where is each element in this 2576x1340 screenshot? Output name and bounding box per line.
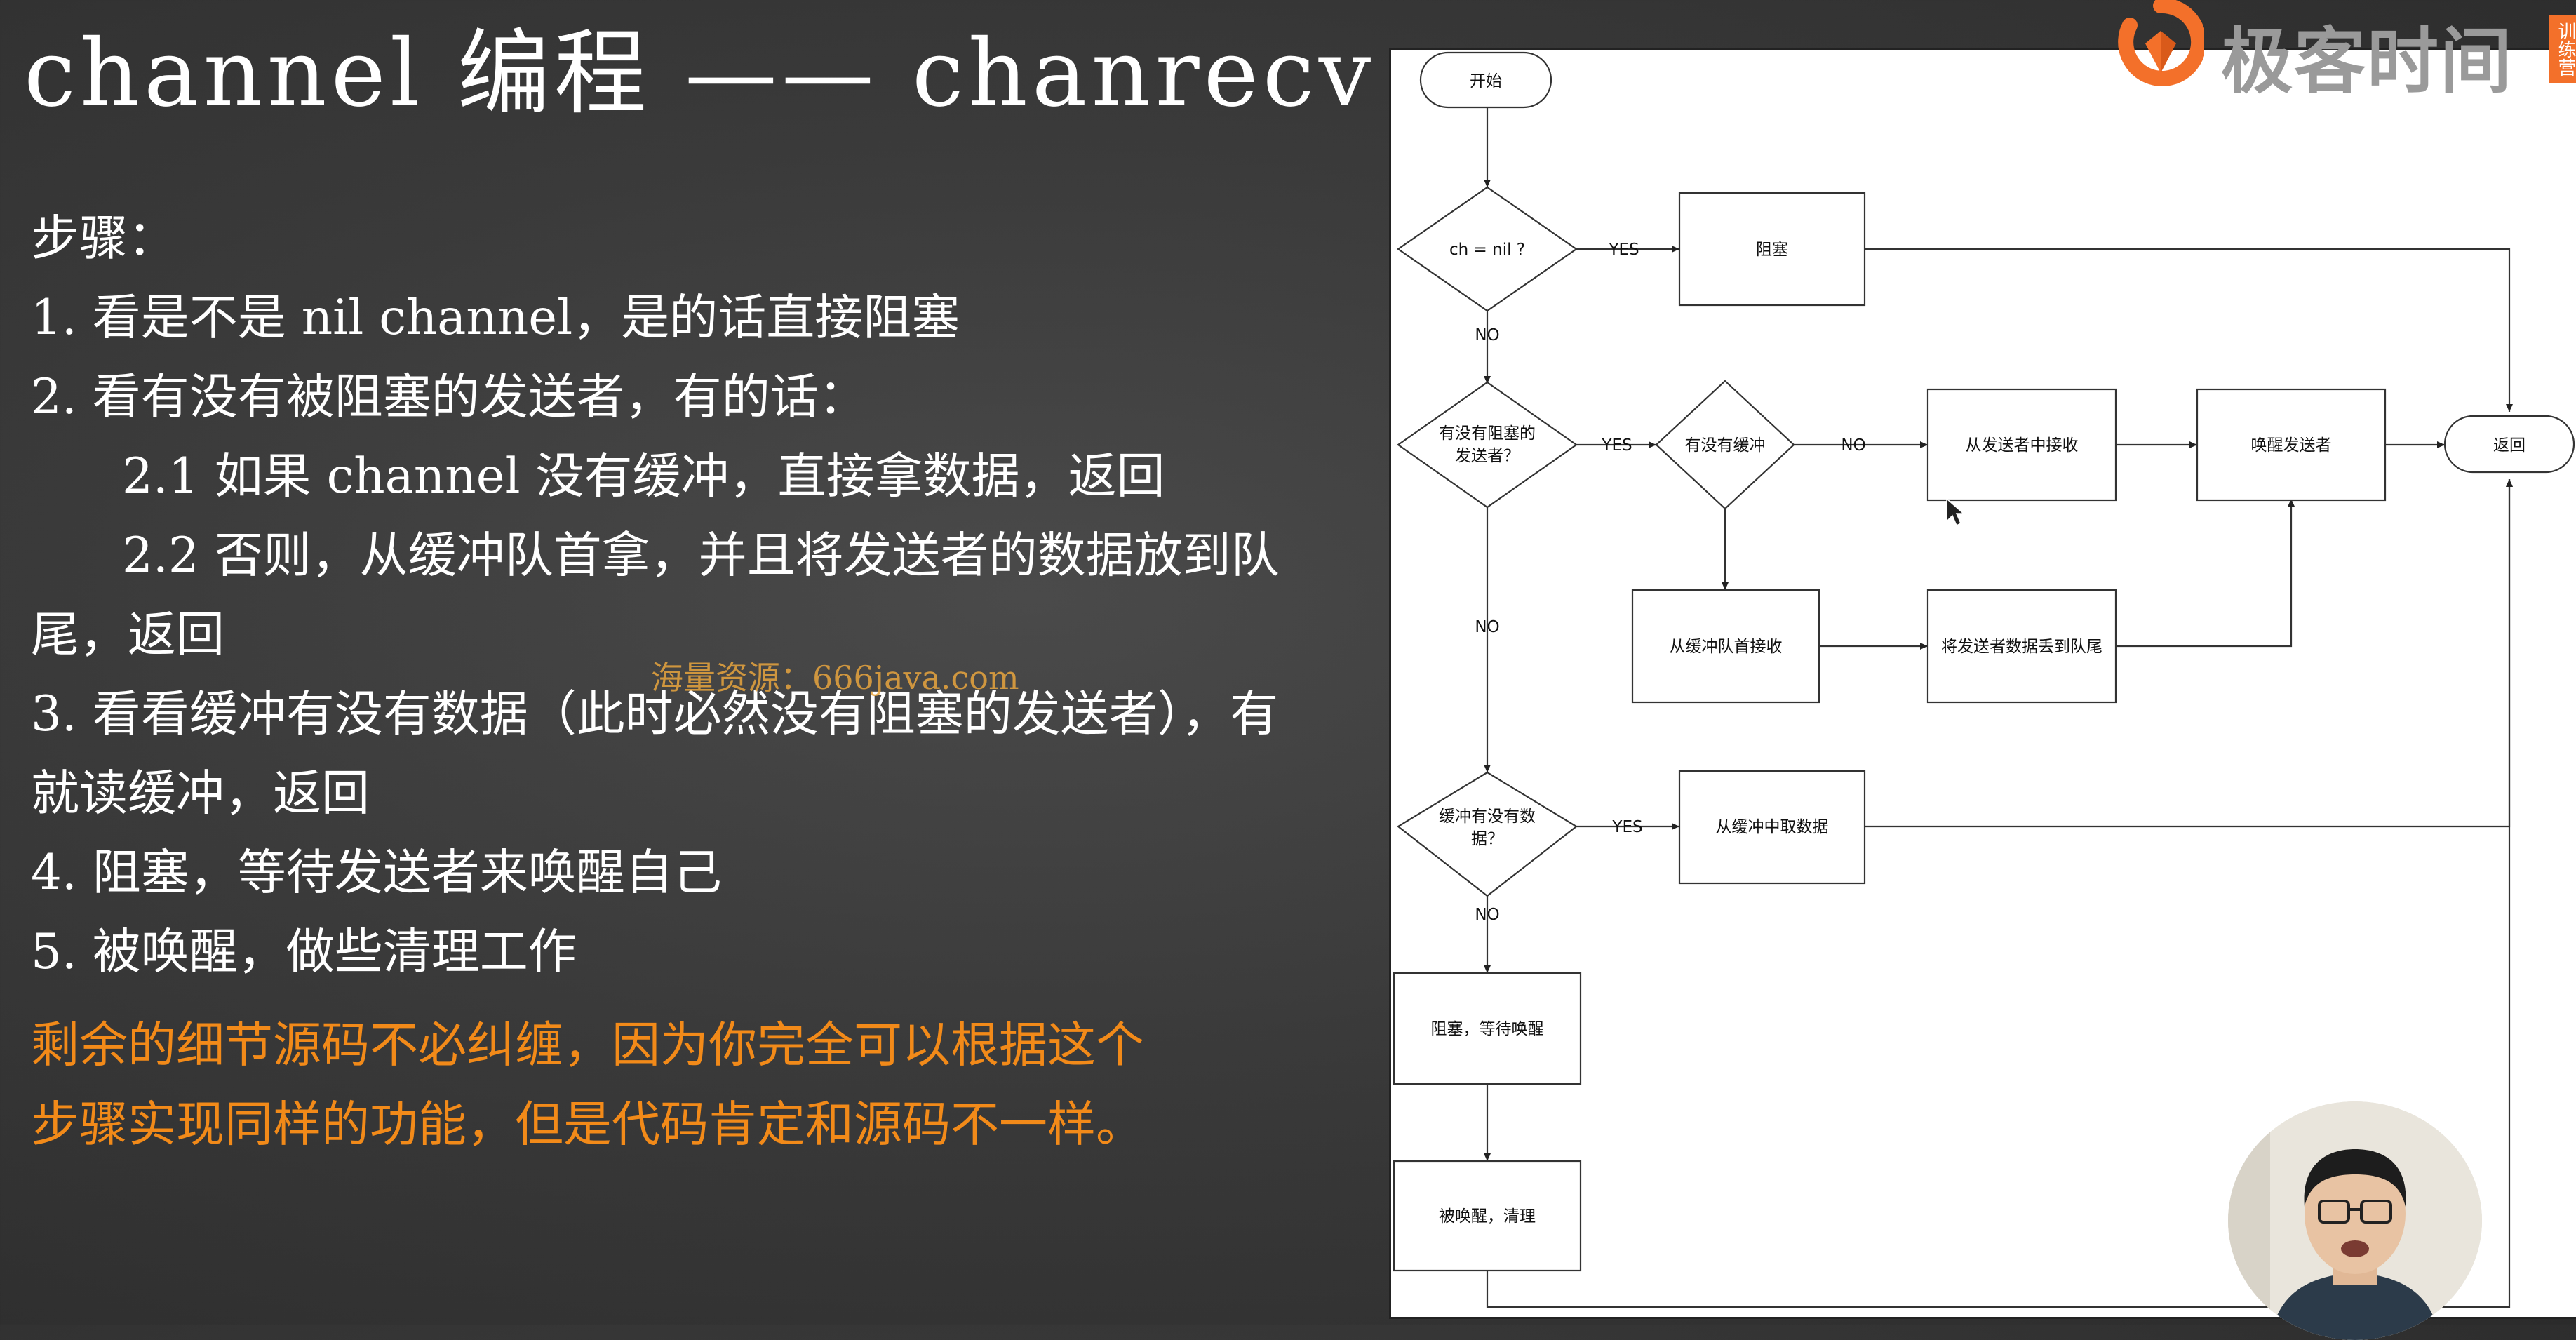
step-3-line-1: 3. 看看缓冲有没有数据（此时必然没有阻塞的发送者），有: [31, 686, 1279, 742]
flow-yes-label-buffer-data: YES: [1611, 818, 1642, 836]
flow-recv-queue-head-node: [1631, 589, 1820, 704]
flow-no-label-nil: NO: [1475, 326, 1499, 344]
flowchart-connectors: [1484, 107, 2513, 1308]
brand-name: 极客时间: [2221, 20, 2513, 104]
flow-block-node: [1678, 192, 1866, 307]
flow-no-label-sender: NO: [1475, 618, 1499, 636]
step-2-1: 2.1 如果 channel 没有缓冲，直接拿数据，返回: [122, 448, 1165, 504]
flow-return-label: 返回: [2493, 436, 2525, 455]
step-4: 4. 阻塞，等待发送者来唤醒自己: [31, 845, 722, 901]
brand-logo-icon: [2118, 0, 2204, 86]
flow-decision-buffer: [1655, 380, 1795, 510]
flow-put-tail-label: 将发送者数据丢到队尾: [1941, 638, 2102, 656]
flow-recv-sender-node: [1926, 388, 2117, 502]
flow-decision-buffer-data: [1397, 771, 1578, 897]
note-line-1: 剩余的细节源码不必纠缠，因为你完全可以根据这个: [31, 1017, 1144, 1073]
flow-block-label: 阻塞: [1756, 241, 1788, 259]
step-2-2-line-2: 尾，返回: [31, 607, 224, 663]
flow-yes-label-nil: YES: [1608, 241, 1639, 259]
step-3-line-2: 就读缓冲，返回: [31, 765, 370, 822]
flow-take-buffer-label: 从缓冲中取数据: [1716, 818, 1829, 836]
flow-recv-sender-label: 从发送者中接收: [1966, 436, 2079, 455]
step-5: 5. 被唤醒，做些清理工作: [31, 924, 577, 980]
step-2-2-line-1: 2.2 否则，从缓冲队首拿，并且将发送者的数据放到队: [122, 528, 1280, 584]
flow-woken-cleanup-label: 被唤醒，清理: [1439, 1207, 1536, 1226]
flowchart-shapes: [1393, 51, 2575, 1272]
flow-no-label-buffer: NO: [1841, 436, 1865, 455]
flow-block-wait-label: 阻塞，等待唤醒: [1431, 1020, 1544, 1038]
cursor-icon: [1946, 497, 1965, 527]
presenter-image: [2228, 1101, 2482, 1340]
flow-woken-cleanup-node: [1393, 1160, 1582, 1272]
flow-block-wait-node: [1393, 972, 1582, 1085]
flow-buffer-data-label-1: 缓冲有没有数: [1439, 808, 1536, 826]
watermark-text: 海量资源：666java.com: [651, 659, 1019, 697]
slide-title: channel 编程 —— chanrecv: [24, 20, 1376, 128]
flowchart-branch-labels: YES NO YES NO NO YES NO: [1475, 241, 1865, 924]
flow-put-tail-node: [1926, 589, 2117, 704]
flow-no-label-buffer-data: NO: [1475, 906, 1499, 924]
steps-heading: 步骤：: [31, 210, 176, 267]
brand-header: 极客时间 训练营: [2112, 0, 2576, 104]
note-line-2: 步骤实现同样的功能，但是代码肯定和源码不一样。: [31, 1097, 1144, 1153]
flowchart-labels: 开始 ch = nil ? 阻塞 有没有阻塞的 发送者？ 有没有缓冲 从发送者中…: [1431, 72, 2526, 1226]
flow-sender-label-1: 有没有阻塞的: [1439, 424, 1536, 443]
brand-tag: 训练营: [2549, 15, 2576, 83]
presenter-video-thumbnail: [2228, 1101, 2482, 1340]
flow-start-node: [1419, 51, 1552, 109]
flow-start-label: 开始: [1470, 72, 1502, 91]
step-2: 2. 看有没有被阻塞的发送者，有的话：: [31, 369, 867, 425]
flow-return-node: [2443, 415, 2575, 474]
flow-take-buffer-node: [1678, 770, 1866, 885]
flow-wake-sender-label: 唤醒发送者: [2251, 436, 2332, 455]
flow-buffer-label: 有没有缓冲: [1685, 436, 1766, 455]
flow-decision-sender: [1397, 381, 1578, 509]
flow-sender-label-2: 发送者？: [1455, 447, 1520, 465]
flow-buffer-data-label-2: 据？: [1471, 830, 1503, 848]
flow-wake-sender-node: [2196, 388, 2387, 502]
flow-yes-label-sender: YES: [1601, 436, 1632, 455]
step-1: 1. 看是不是 nil channel，是的话直接阻塞: [31, 290, 960, 346]
flow-recv-queue-head-label: 从缓冲队首接收: [1670, 638, 1783, 656]
flow-nil-label: ch = nil ?: [1449, 241, 1525, 259]
flowchart: 开始 ch = nil ? 阻塞 有没有阻塞的 发送者？ 有没有缓冲 从发送者中…: [1393, 51, 2575, 1308]
flow-decision-nil: [1397, 186, 1578, 312]
